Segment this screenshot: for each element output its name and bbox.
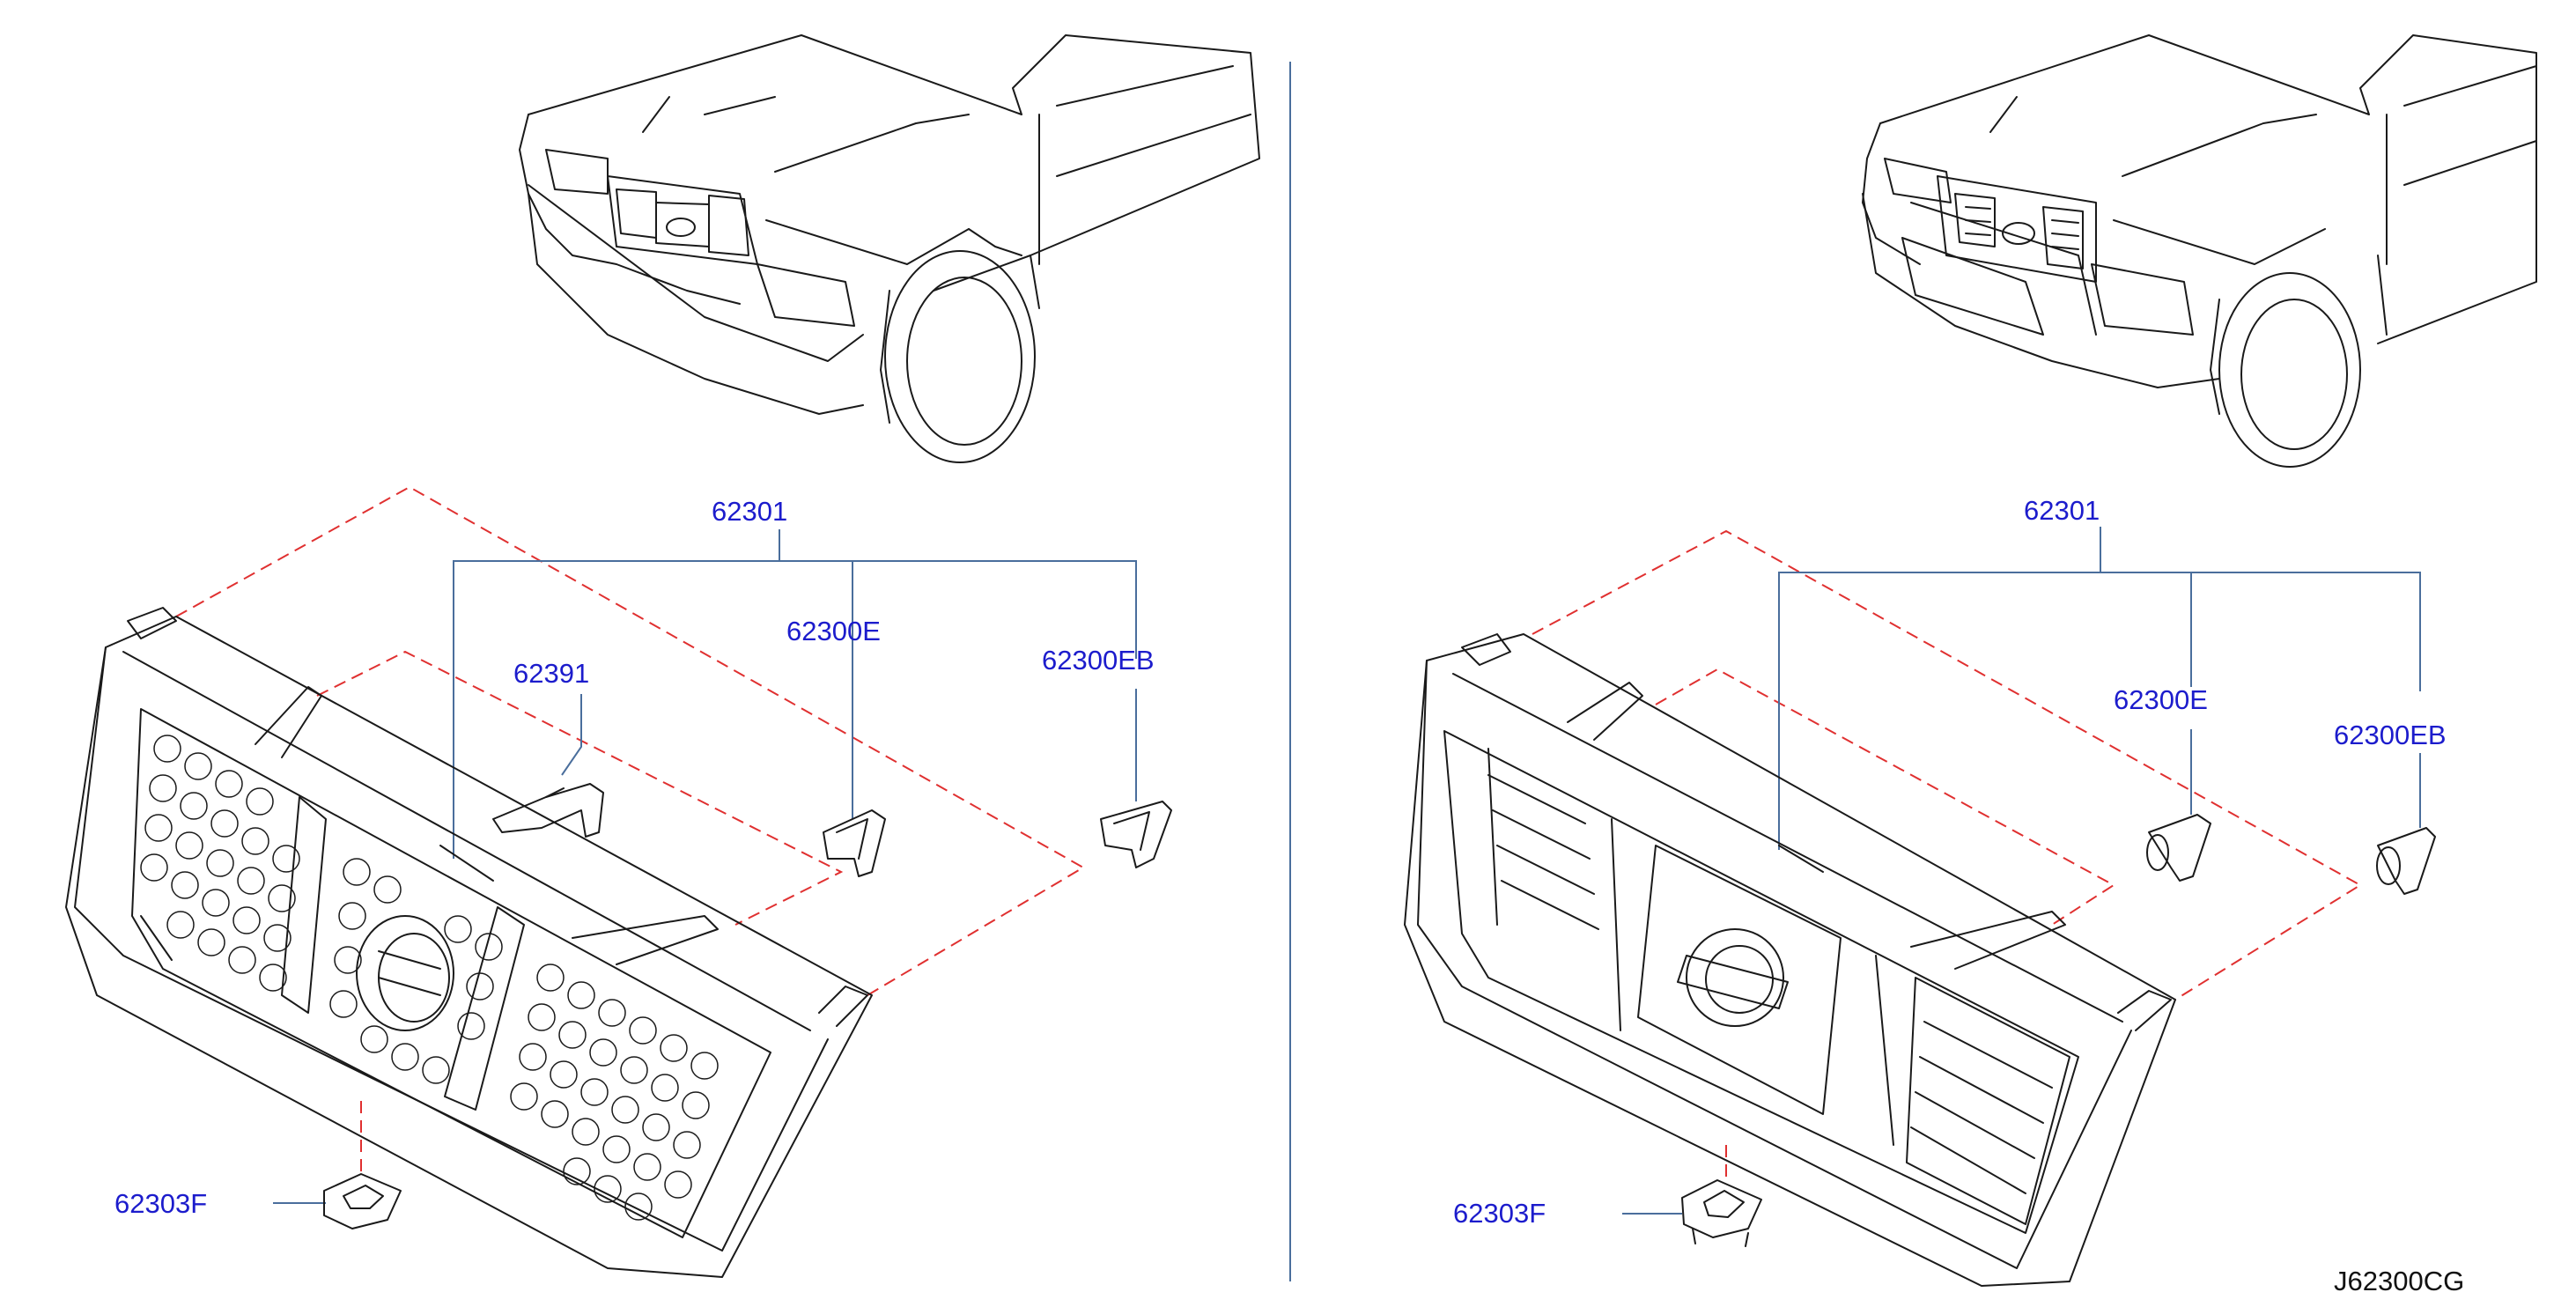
left-leader-lines	[273, 529, 1137, 1204]
label-62300e-left: 62300E	[786, 616, 881, 646]
left-assembly-guides	[175, 485, 1085, 1171]
right-panel: 62301 62300E 62300EB 62303F	[1404, 34, 2537, 1287]
left-grille-mesh	[140, 735, 719, 1221]
left-clip-62300e	[823, 809, 886, 877]
label-62300eb-left: 62300EB	[1042, 645, 1155, 676]
label-62301-left: 62301	[712, 496, 787, 527]
diagram-reference-code: J62300CG	[2334, 1266, 2464, 1296]
right-clip-62300e	[2146, 814, 2211, 882]
right-assembly-guides	[1532, 529, 2362, 1180]
label-62391-left: 62391	[513, 658, 589, 689]
left-grille-assembly	[65, 607, 873, 1278]
right-truck-illustration	[1862, 34, 2537, 468]
label-62303f-right: 62303F	[1453, 1198, 1546, 1229]
right-grille-assembly	[1404, 633, 2176, 1287]
left-panel: 62301 62391 62300E 62300EB 62303F	[65, 34, 1260, 1278]
label-62301-right: 62301	[2024, 495, 2100, 526]
right-leader-lines	[1622, 527, 2421, 1215]
label-62300eb-right: 62300EB	[2334, 720, 2447, 750]
label-62303f-left: 62303F	[114, 1188, 207, 1219]
left-truck-illustration	[519, 34, 1260, 463]
left-clip-62303f	[323, 1173, 402, 1229]
left-clip-62300eb	[1100, 801, 1172, 868]
right-clip-62303f	[1681, 1179, 1762, 1247]
left-bracket-62391	[492, 783, 604, 838]
right-clip-62300eb	[2376, 827, 2436, 895]
label-62300e-right: 62300E	[2114, 684, 2208, 715]
